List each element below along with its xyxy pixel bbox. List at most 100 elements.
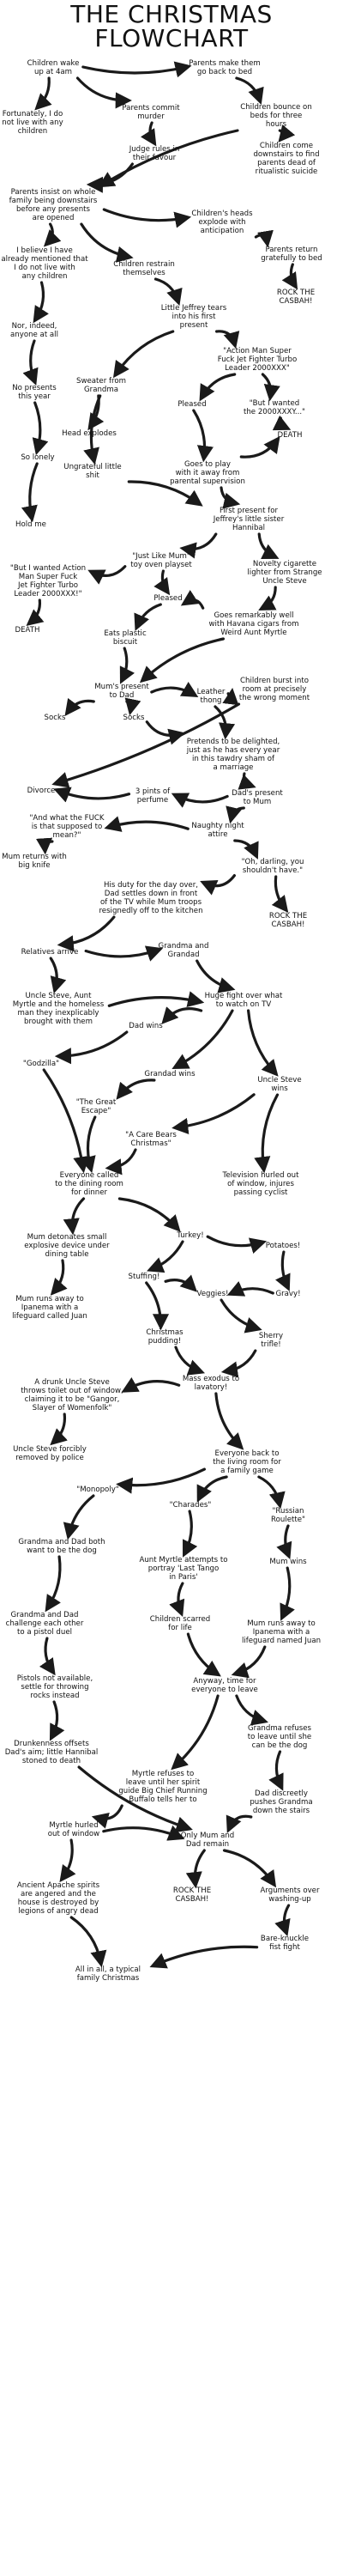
node-line: are angered and the xyxy=(21,1890,96,1899)
node-line: legions of angry dead xyxy=(18,1907,98,1916)
node-line: CASBAH! xyxy=(279,297,312,306)
node-line: Veggies! xyxy=(196,1290,228,1298)
node-line: Pistols not available, xyxy=(17,1674,93,1683)
node-line: Weird Aunt Myrtle xyxy=(220,629,286,637)
node-line: Ancient Apache spirits xyxy=(17,1881,100,1890)
arrow-relatives-to-uncle-steve xyxy=(49,957,67,994)
node-line: DEATH xyxy=(15,626,40,635)
arrow-judge-to-insist xyxy=(86,162,134,193)
node-line: Jet Fighter Turbo xyxy=(17,581,78,590)
node-line: stoned to death xyxy=(22,1757,81,1765)
arrow-grandma-refuses-to-pushes xyxy=(268,1750,284,1791)
node-line: Escape" xyxy=(81,1107,111,1115)
node-line: the wrong moment xyxy=(239,694,310,702)
node-dad-wins: Dad wins xyxy=(129,1022,163,1030)
node-line: I do not live with xyxy=(14,264,75,272)
node-line: for life xyxy=(168,1624,192,1632)
node-line: Christmas xyxy=(146,1328,184,1337)
node-line: parents dead of xyxy=(257,159,316,167)
node-line: Leader 2000XXX" xyxy=(225,364,290,373)
node-line: brought with them xyxy=(24,1018,93,1026)
node-line: Pretends to be delighted, xyxy=(187,738,280,746)
node-line: dining table xyxy=(45,1250,88,1259)
arrow-insist-to-heads xyxy=(102,208,192,228)
node-line: a marriage xyxy=(214,763,254,772)
node-line: Sherry xyxy=(259,1332,283,1340)
arrow-stuffing-to-pudding xyxy=(145,1281,170,1331)
node-line: their favour xyxy=(133,154,177,162)
node-line: No presents xyxy=(12,384,57,392)
arrow-mentioned-to-nor xyxy=(33,281,49,324)
arrow-insist-to-restrain xyxy=(80,222,134,263)
arrow-murder-to-judge xyxy=(140,121,157,147)
arrow-return-bed-to-rock1 xyxy=(281,263,298,290)
arrow-living-room-to-roulette xyxy=(257,1475,286,1510)
node-line: Potatoes! xyxy=(266,1242,301,1250)
arrow-myrtle-hurled-to-only-mum-dad xyxy=(102,1825,185,1841)
node-line: ROCK THE xyxy=(269,912,307,920)
node-line: children xyxy=(18,127,47,136)
node-veggies: Veggies! xyxy=(196,1290,228,1298)
arrow-naughty-to-oh-darling xyxy=(233,839,259,860)
node-socks1: Socks xyxy=(45,714,66,722)
arrow-burst-to-divorce xyxy=(51,702,241,788)
node-line: down the stairs xyxy=(253,1807,310,1815)
node-hold-me: Hold me xyxy=(15,520,46,529)
node-line: Drunkenness offsets xyxy=(14,1740,89,1748)
node-line: Buffalo tells her to xyxy=(129,1795,196,1804)
arrow-called-to-turkey xyxy=(117,1197,181,1232)
node-pleased1: Pleased xyxy=(178,400,206,409)
node-line: "Charades" xyxy=(170,1501,212,1510)
node-line: present xyxy=(180,321,208,330)
node-line: lifeguard named Juan xyxy=(242,1637,321,1645)
node-line: the 2000XXXY..." xyxy=(244,408,305,416)
node-line: Turkey! xyxy=(176,1231,203,1240)
arrow-pleased1-to-play xyxy=(192,409,214,463)
arrow-steve-wins-to-care-bears xyxy=(172,1093,256,1134)
arrow-godzilla-to-called xyxy=(42,1068,90,1174)
node-line: wins xyxy=(271,1084,288,1093)
node-death1: DEATH xyxy=(278,431,303,440)
arrow-pleased2-to-plastic xyxy=(134,603,162,631)
node-line: ROCK THE xyxy=(277,289,315,297)
node-line: family Christmas xyxy=(77,1974,140,1983)
node-line: perfume xyxy=(137,796,168,805)
node-line: themselves xyxy=(123,269,165,277)
node-line: Television hurled out xyxy=(222,1171,300,1180)
node-pleased2: Pleased xyxy=(153,594,182,603)
node-line: Uncle Steve xyxy=(262,577,306,586)
node-line: Stuffing! xyxy=(129,1273,160,1281)
node-line: Children restrain xyxy=(113,260,175,269)
node-line: leave until her spirit xyxy=(126,1778,201,1787)
node-line: lifeguard called Juan xyxy=(12,1312,87,1321)
node-line: not live with any xyxy=(2,118,63,127)
node-line: Arguments over xyxy=(260,1886,319,1895)
arrow-parents-bed-to-bounce xyxy=(235,76,264,106)
node-line: Divorce xyxy=(27,787,56,795)
node-line: Uncle Steve forcibly xyxy=(13,1445,87,1454)
node-pretends: Pretends to be delighted,just as he has … xyxy=(186,738,280,772)
node-line: challenge each other xyxy=(6,1619,84,1628)
node-line: Christmas" xyxy=(130,1139,171,1148)
arrow-insist-to-mentioned xyxy=(43,222,62,247)
node-pistols: Pistols not available,settle for throwin… xyxy=(17,1674,93,1700)
arrow-grandad-wins-to-great-escape xyxy=(116,1078,156,1100)
arrow-duel-to-pistols xyxy=(39,1637,56,1676)
